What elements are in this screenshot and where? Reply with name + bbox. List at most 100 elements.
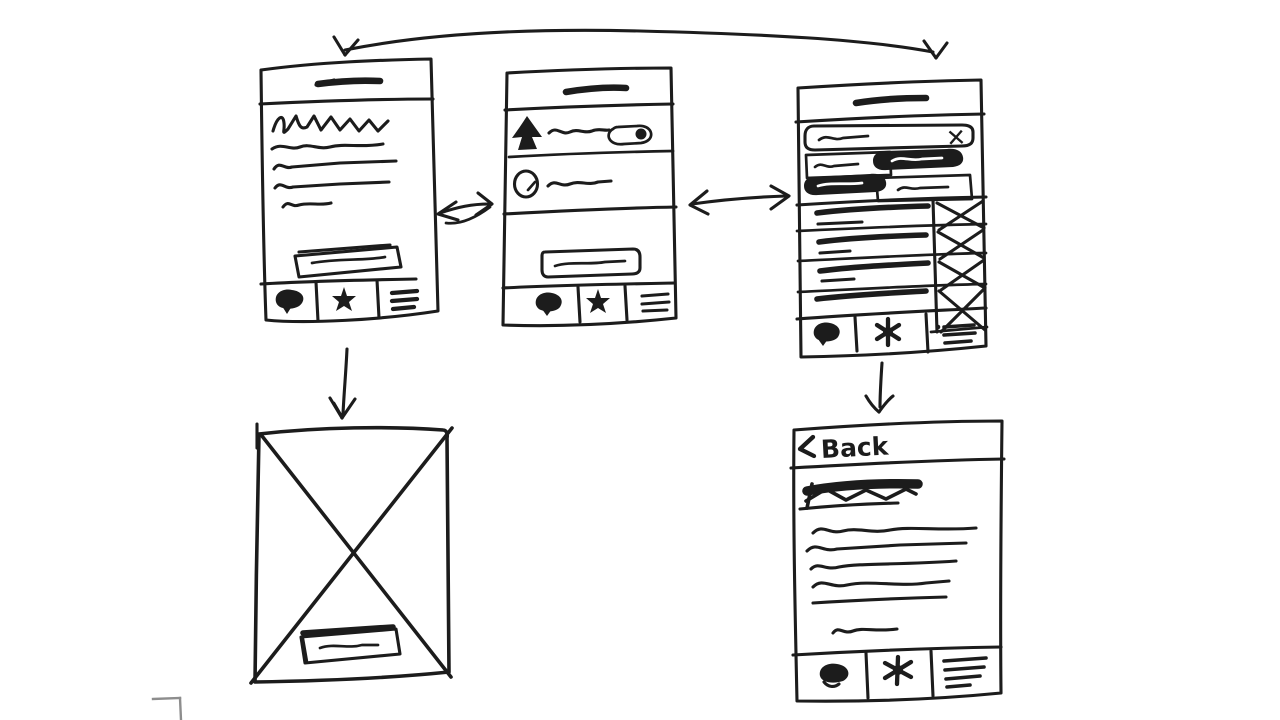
text-line-scribble <box>270 142 385 151</box>
chip-label-scribble <box>813 162 860 169</box>
divider <box>507 149 675 159</box>
back-button[interactable]: Back <box>797 431 890 464</box>
flow-arrow-article-search <box>332 28 949 60</box>
star-icon <box>586 289 610 313</box>
heading-scribble <box>271 114 390 134</box>
detail-content <box>798 479 978 635</box>
result-row[interactable] <box>796 228 988 263</box>
speech-bubble-icon <box>819 663 849 683</box>
tab-2[interactable] <box>874 316 902 348</box>
screen-frame <box>796 78 988 359</box>
header-bar <box>258 77 435 106</box>
text-line-scribble <box>272 159 398 171</box>
filter-chip-row <box>804 148 964 180</box>
filter-chip[interactable] <box>874 173 974 203</box>
button-label-scribble <box>310 255 387 265</box>
header-title-scribble <box>562 84 630 96</box>
toggle-switch[interactable] <box>607 124 653 146</box>
screen-frame <box>501 66 678 328</box>
tab-bar <box>259 277 420 323</box>
speech-bubble-icon <box>813 322 840 342</box>
menu-icon <box>640 292 670 298</box>
tab-3[interactable] <box>942 656 988 689</box>
screen-detail: Back <box>789 419 1006 703</box>
result-title-scribble <box>814 203 931 216</box>
star-icon <box>332 287 356 311</box>
result-row[interactable] <box>796 258 988 294</box>
result-title-scribble <box>816 232 929 245</box>
list-row-tree[interactable] <box>512 116 653 150</box>
tab-3[interactable] <box>389 288 420 312</box>
speech-bubble-icon <box>535 292 562 312</box>
filter-chip-selected[interactable] <box>873 148 964 171</box>
speech-bubble-icon <box>275 289 304 309</box>
tab-3[interactable] <box>935 323 977 345</box>
search-query-scribble <box>817 134 870 142</box>
tab-2[interactable] <box>332 287 356 311</box>
result-title-scribble <box>817 260 931 274</box>
tab-1[interactable] <box>813 322 840 346</box>
text-line-scribble <box>273 180 391 190</box>
tab-1[interactable] <box>275 289 304 314</box>
result-row[interactable] <box>795 199 988 233</box>
header-title-scribble <box>852 94 930 107</box>
row-label-scribble <box>547 128 611 135</box>
flow-arrow-article-placeholder <box>328 347 357 420</box>
filter-chip-selected[interactable] <box>804 173 887 196</box>
header-bar: Back <box>789 431 1006 470</box>
crossed-out-x <box>249 426 454 685</box>
article-content <box>270 114 398 209</box>
back-label: Back <box>820 431 890 464</box>
tab-2[interactable] <box>586 289 610 313</box>
chip-label-scribble <box>890 156 944 163</box>
result-subtitle-scribble <box>818 249 852 255</box>
clock-icon <box>512 169 540 199</box>
primary-button[interactable] <box>293 243 403 279</box>
star-icon <box>882 654 914 687</box>
divider <box>795 195 988 207</box>
header-bar <box>794 94 986 124</box>
screen-frame <box>259 57 440 324</box>
crop-corner-mark <box>151 696 183 720</box>
chip-label-scribble <box>816 181 864 188</box>
toggle-knob <box>635 128 647 140</box>
text-line-scribble <box>805 541 968 553</box>
menu-icon <box>942 323 976 329</box>
filter-chip[interactable] <box>804 150 893 180</box>
clear-button[interactable]: ✕ <box>945 123 967 152</box>
text-line-scribble <box>809 559 958 571</box>
result-title-scribble <box>814 288 929 302</box>
row-line <box>796 282 988 294</box>
flow-arrow-article-settings <box>436 191 494 225</box>
row-line <box>796 251 988 263</box>
tree-icon <box>512 116 542 150</box>
text-line-scribble <box>831 627 899 635</box>
primary-button[interactable] <box>540 247 642 279</box>
tab-1[interactable] <box>535 292 562 316</box>
text-line-scribble <box>811 595 948 605</box>
title-scribble <box>798 479 923 511</box>
tab-3[interactable] <box>640 292 671 313</box>
chevron-left-icon <box>797 434 817 459</box>
button-label-scribble <box>553 259 627 268</box>
tab-bar <box>501 281 677 324</box>
screen-settings <box>501 66 678 328</box>
menu-icon <box>942 656 988 663</box>
chip-label-scribble <box>896 185 950 192</box>
list-row-clock[interactable] <box>512 169 613 199</box>
x-icon: ✕ <box>945 123 967 152</box>
search-bar[interactable]: ✕ <box>803 123 975 153</box>
star-icon <box>874 316 902 348</box>
result-subtitle-scribble <box>820 277 856 283</box>
text-line-scribble <box>811 526 978 535</box>
flow-arrow-search-detail <box>864 361 895 414</box>
tab-1[interactable] <box>819 663 849 688</box>
screen-frame <box>792 419 1004 703</box>
tab-2[interactable] <box>882 654 914 687</box>
caption-button[interactable] <box>299 624 402 665</box>
text-line-scribble <box>281 201 333 209</box>
tab-bar <box>795 306 988 354</box>
screen-search: ✕ <box>794 78 989 359</box>
header-bar <box>503 84 675 112</box>
